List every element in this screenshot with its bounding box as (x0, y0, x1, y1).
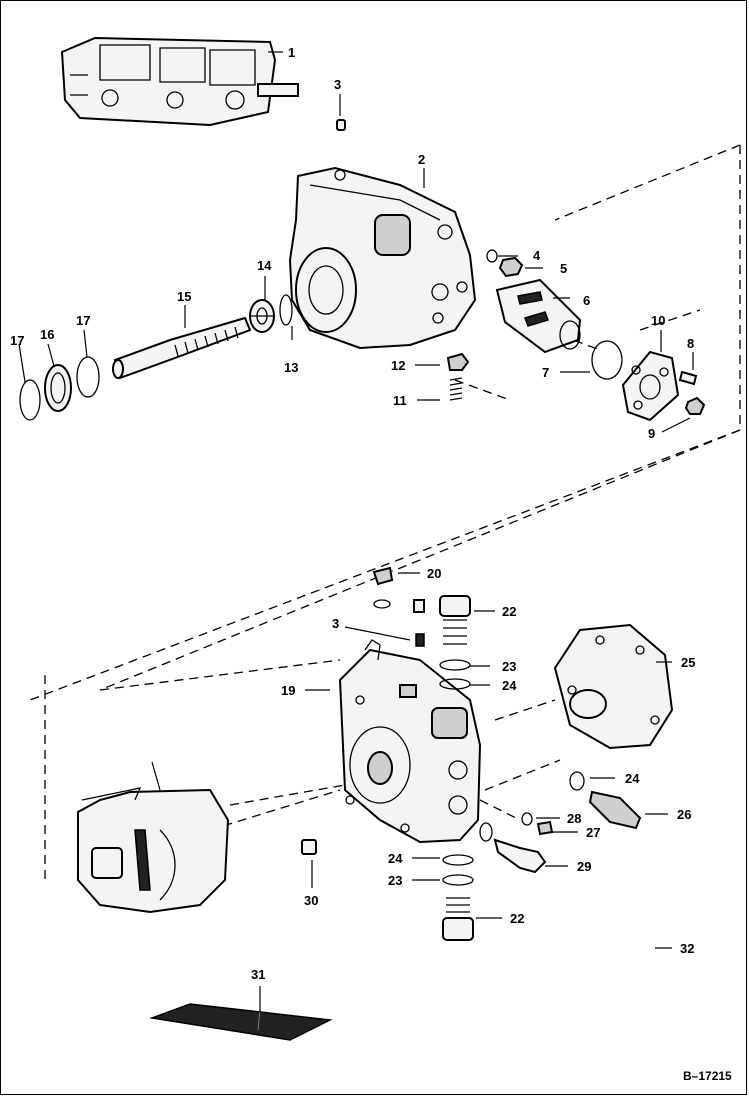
plugs-illustration (372, 566, 425, 647)
callout-2: 2 (418, 152, 425, 167)
callout-27: 27 (586, 825, 600, 840)
callout-26: 26 (677, 807, 691, 822)
callout-8: 8 (687, 336, 694, 351)
callout-1: 1 (288, 45, 295, 60)
callout-7: 7 (542, 365, 549, 380)
callout-12: 12 (391, 358, 405, 373)
relief-valve-bottom-illustration (442, 854, 474, 941)
shaft-illustration (112, 316, 252, 380)
decal-illustration (149, 1003, 333, 1041)
callout-labels: 1 2 3 4 5 6 7 8 9 10 11 12 13 14 15 16 1… (10, 45, 695, 982)
bearing-ring-illustration (249, 294, 293, 333)
callout-23-bottom: 23 (388, 873, 402, 888)
end-cover-illustration (553, 623, 674, 750)
callout-28: 28 (567, 811, 581, 826)
callout-29: 29 (577, 859, 591, 874)
callout-3-top: 3 (334, 77, 341, 92)
callout-25: 25 (681, 655, 695, 670)
callout-19: 19 (281, 683, 295, 698)
figure-reference: B–17215 (683, 1069, 732, 1083)
callout-31: 31 (251, 967, 265, 982)
pump-assembly-illustration (60, 36, 299, 127)
cover-plate-illustration (621, 350, 680, 422)
o-ring-illustration (591, 340, 623, 380)
pump-housing-illustration (288, 166, 477, 350)
callout-30: 30 (304, 893, 318, 908)
relief-valve-top-illustration (439, 595, 471, 690)
spring-cap-illustration (446, 352, 470, 401)
snap-rings-illustration (19, 356, 100, 421)
bolt-nut-illustration (678, 370, 706, 415)
callout-6: 6 (583, 293, 590, 308)
sleeve-illustration (495, 278, 582, 354)
callout-9: 9 (648, 426, 655, 441)
callout-24-top: 24 (502, 678, 517, 693)
callout-17-right: 17 (76, 313, 90, 328)
callout-24-bottom: 24 (388, 851, 403, 866)
callout-32: 32 (680, 941, 694, 956)
plug-small-illustration (336, 119, 346, 131)
callout-13: 13 (284, 360, 298, 375)
callout-24-side: 24 (625, 771, 640, 786)
callout-10: 10 (651, 313, 665, 328)
swash-housing-illustration (77, 787, 230, 914)
callout-17-left: 17 (10, 333, 24, 348)
seal-nut-illustration (486, 249, 524, 278)
callout-4: 4 (533, 248, 541, 263)
callout-20: 20 (427, 566, 441, 581)
pin-illustration (301, 839, 317, 855)
callout-11: 11 (393, 393, 407, 408)
callout-22-top: 22 (502, 604, 516, 619)
callout-3-bottom: 3 (332, 616, 339, 631)
callout-23-top: 23 (502, 659, 516, 674)
callout-16: 16 (40, 327, 54, 342)
callout-15: 15 (177, 289, 191, 304)
valve-body-illustration (338, 639, 482, 844)
side-valve-parts-illustration (479, 771, 642, 874)
callout-22-bottom: 22 (510, 911, 524, 926)
leader-lines (18, 51, 694, 1012)
callout-5: 5 (560, 261, 567, 276)
callout-14: 14 (257, 258, 272, 273)
